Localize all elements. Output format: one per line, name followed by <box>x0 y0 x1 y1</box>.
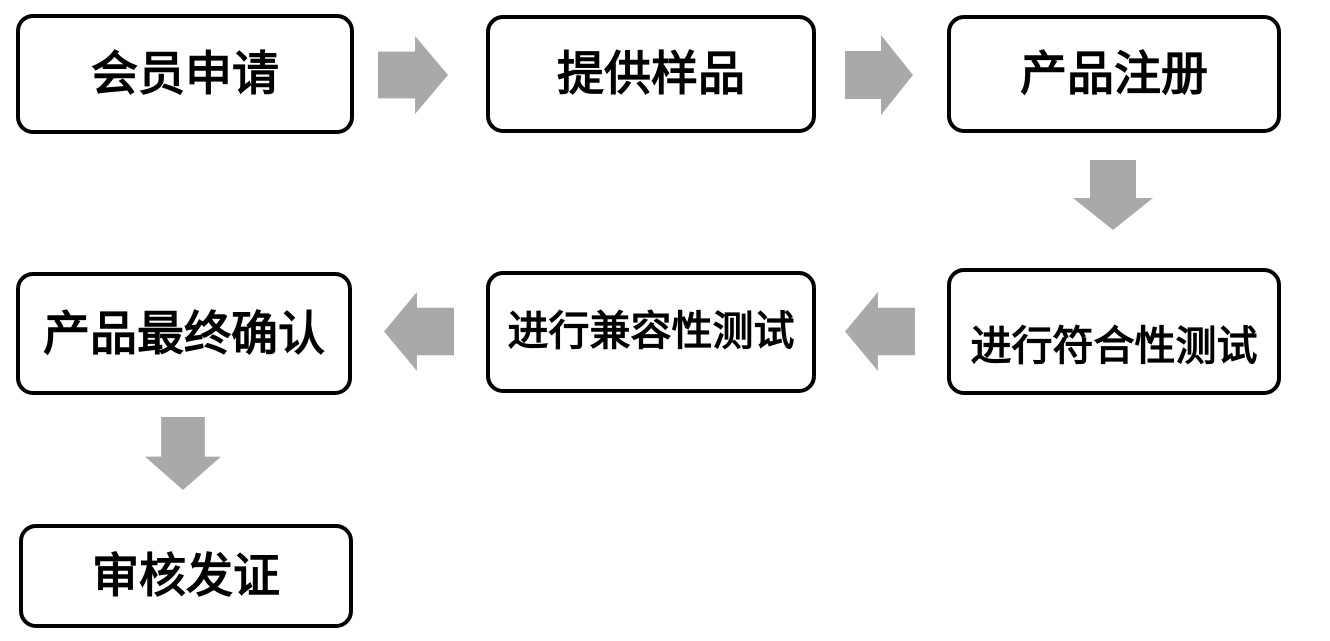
node-compatibility-test: 进行兼容性测试 <box>486 271 816 393</box>
arrow-right-shape <box>378 36 448 114</box>
arrow-right-shape <box>845 35 913 115</box>
arrow-right-icon <box>378 36 448 114</box>
arrow-left-icon <box>384 292 454 371</box>
node-label-review-and-certification: 审核发证 <box>92 549 280 603</box>
node-label-product-registration: 产品注册 <box>1020 47 1208 101</box>
arrow-down-shape <box>145 417 221 490</box>
node-label-provide-samples: 提供样品 <box>557 47 745 101</box>
node-final-product-confirmation: 产品最终确认 <box>16 272 352 395</box>
node-review-and-certification: 审核发证 <box>19 524 353 628</box>
arrow-down-icon <box>1073 160 1153 230</box>
node-label-member-application: 会员申请 <box>91 47 279 101</box>
arrow-down-icon <box>145 417 221 490</box>
arrow-right-icon <box>845 35 913 115</box>
arrow-left-shape <box>384 292 454 371</box>
node-conformity-test: 进行符合性测试 <box>947 268 1281 395</box>
arrow-down-shape <box>1073 160 1153 230</box>
arrow-left-shape <box>845 292 915 371</box>
arrow-left-icon <box>845 292 915 371</box>
node-label-compatibility-test: 进行兼容性测试 <box>507 308 795 355</box>
node-label-final-product-confirmation: 产品最终确认 <box>43 306 325 360</box>
node-product-registration: 产品注册 <box>947 15 1281 133</box>
node-member-application: 会员申请 <box>16 14 354 134</box>
node-provide-samples: 提供样品 <box>486 15 816 133</box>
node-label-conformity-test: 进行符合性测试 <box>970 322 1258 369</box>
